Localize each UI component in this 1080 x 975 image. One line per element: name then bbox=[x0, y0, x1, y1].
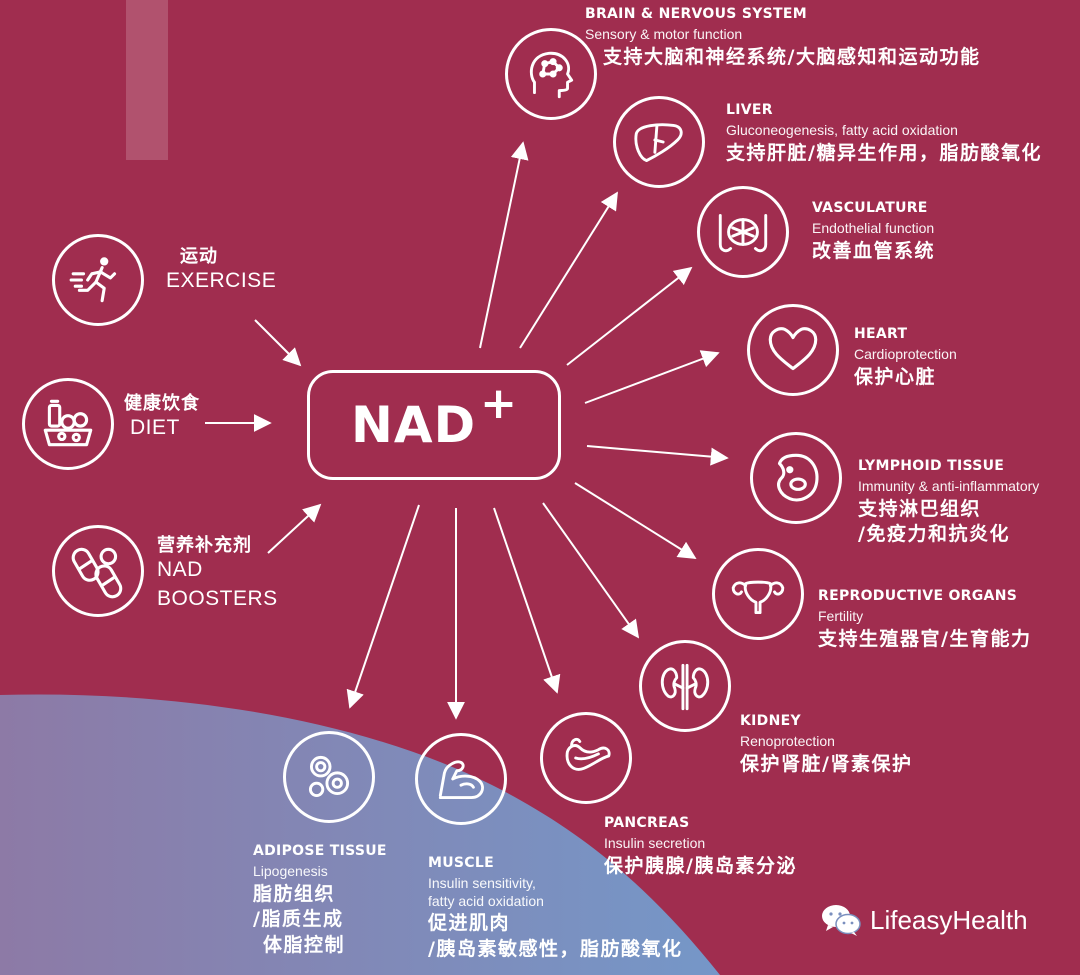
adipose-label: ADIPOSE TISSUE Lipogenesis 脂肪组织 /脂质生成 体脂… bbox=[253, 843, 387, 957]
pancreas-sub: Insulin secretion bbox=[604, 834, 706, 851]
heart-label: HEART Cardioprotection 保护心脏 bbox=[854, 326, 957, 388]
lymphoid-zh-line2: /免疫力和抗炎化 bbox=[858, 523, 1010, 546]
arrow-brain bbox=[479, 141, 529, 349]
boosters-label: 营养补充剂 NAD BOOSTERS bbox=[157, 535, 278, 611]
heart-sub: Cardioprotection bbox=[854, 345, 957, 362]
lymph-node-icon bbox=[750, 432, 842, 524]
arrow-reproductive bbox=[574, 482, 697, 559]
lymphoid-label: LYMPHOID TISSUE Immunity & anti-inflamma… bbox=[858, 458, 1039, 546]
pancreas-title: PANCREAS bbox=[604, 815, 690, 831]
vasculature-sub: Endothelial function bbox=[812, 219, 935, 236]
arrow-lymphoid bbox=[586, 445, 729, 466]
adipose-zh-line3: 体脂控制 bbox=[263, 934, 346, 957]
heart-title: HEART bbox=[854, 326, 908, 342]
adipose-sub: Lipogenesis bbox=[253, 862, 328, 879]
arrow-exercise bbox=[254, 319, 302, 367]
kidney-title: KIDNEY bbox=[740, 713, 801, 729]
adipose-zh-line1: 脂肪组织 bbox=[253, 882, 336, 905]
kidney-label: KIDNEY Renoprotection 保护肾脏/肾素保护 bbox=[740, 713, 912, 775]
arrow-group bbox=[205, 141, 729, 720]
arrow-liver bbox=[519, 191, 618, 349]
nad-label: NAD bbox=[351, 396, 477, 454]
uterus-icon bbox=[712, 548, 804, 640]
muscle-sub-line2: fatty acid oxidation bbox=[428, 892, 544, 909]
liver-title: LIVER bbox=[726, 102, 773, 118]
lymphoid-zh-line1: 支持淋巴组织 bbox=[858, 497, 982, 520]
exercise-en: EXERCISE bbox=[166, 268, 277, 292]
pills-icon bbox=[52, 525, 144, 617]
pancreas-label: PANCREAS Insulin secretion 保护胰腺/胰岛素分泌 bbox=[604, 815, 797, 877]
pancreas-icon bbox=[540, 712, 632, 804]
adipose-title: ADIPOSE TISSUE bbox=[253, 843, 387, 859]
diet-en: DIET bbox=[130, 415, 180, 439]
liver-icon bbox=[613, 96, 705, 188]
muscle-label: MUSCLE Insulin sensitivity, fatty acid o… bbox=[428, 855, 682, 961]
liver-zh: 支持肝脏/糖异生作用，脂肪酸氧化 bbox=[726, 141, 1042, 164]
arrow-vasculature bbox=[566, 266, 693, 366]
reproductive-sub: Fertility bbox=[818, 607, 864, 624]
muscle-zh-line2: /胰岛素敏感性，脂肪酸氧化 bbox=[428, 938, 683, 961]
arrow-boosters bbox=[267, 503, 322, 554]
kidney-sub: Renoprotection bbox=[740, 732, 835, 749]
diet-icon bbox=[22, 378, 114, 470]
adipose-zh-line2: /脂质生成 bbox=[253, 908, 344, 931]
diet-label: 健康饮食 DIET bbox=[124, 393, 200, 440]
arrow-kidney bbox=[542, 502, 640, 639]
heart-icon bbox=[747, 304, 839, 396]
nad-superscript: + bbox=[480, 377, 517, 429]
reproductive-zh: 支持生殖器官/生育能力 bbox=[818, 627, 1032, 650]
reproductive-title: REPRODUCTIVE ORGANS bbox=[818, 588, 1018, 604]
vasculature-zh: 改善血管系统 bbox=[812, 239, 936, 262]
arrow-adipose bbox=[346, 504, 420, 709]
vasculature-title: VASCULATURE bbox=[812, 200, 928, 216]
muscle-sub-line1: Insulin sensitivity, bbox=[428, 874, 536, 891]
top-decor-bar bbox=[126, 0, 168, 160]
liver-label: LIVER Gluconeogenesis, fatty acid oxidat… bbox=[726, 102, 1042, 164]
brain-sub: Sensory & motor function bbox=[585, 25, 743, 42]
exercise-label: 运动 EXERCISE bbox=[166, 246, 276, 293]
brain-label: BRAIN & NERVOUS SYSTEM Sensory & motor f… bbox=[585, 6, 980, 68]
vasculature-label: VASCULATURE Endothelial function 改善血管系统 bbox=[812, 200, 935, 262]
boosters-en-line1: NAD bbox=[157, 557, 203, 581]
muscle-zh-line1: 促进肌肉 bbox=[428, 912, 511, 935]
fat-cells-icon bbox=[283, 731, 375, 823]
heart-zh: 保护心脏 bbox=[854, 365, 937, 388]
muscle-arm-icon bbox=[415, 733, 507, 825]
pancreas-zh: 保护胰腺/胰岛素分泌 bbox=[604, 854, 797, 877]
brain-title: BRAIN & NERVOUS SYSTEM bbox=[585, 6, 807, 22]
brand-watermark: LifeasyHealth bbox=[820, 902, 1028, 938]
brain-head-icon bbox=[505, 28, 597, 120]
lymphoid-title: LYMPHOID TISSUE bbox=[858, 458, 1005, 474]
exercise-zh: 运动 bbox=[180, 246, 218, 267]
liver-sub: Gluconeogenesis, fatty acid oxidation bbox=[726, 121, 958, 138]
exercise-icon bbox=[52, 234, 144, 326]
brain-zh: 支持大脑和神经系统/大脑感知和运动功能 bbox=[603, 45, 981, 68]
wechat-icon bbox=[822, 905, 861, 936]
brand-name: LifeasyHealth bbox=[870, 904, 1028, 935]
arrow-heart bbox=[584, 350, 720, 404]
kidney-zh: 保护肾脏/肾素保护 bbox=[740, 752, 913, 775]
boosters-en-line2: BOOSTERS bbox=[157, 586, 278, 610]
bottom-wave bbox=[0, 694, 720, 975]
muscle-title: MUSCLE bbox=[428, 855, 494, 871]
arrow-pancreas bbox=[493, 507, 561, 694]
vessel-icon bbox=[697, 186, 789, 278]
nad-center-box: NAD+ bbox=[307, 370, 561, 480]
lymphoid-sub: Immunity & anti-inflammatory bbox=[858, 477, 1040, 494]
kidney-icon bbox=[639, 640, 731, 732]
boosters-zh: 营养补充剂 bbox=[157, 535, 252, 556]
diet-zh: 健康饮食 bbox=[124, 393, 200, 414]
reproductive-label: REPRODUCTIVE ORGANS Fertility 支持生殖器官/生育能… bbox=[818, 588, 1031, 650]
